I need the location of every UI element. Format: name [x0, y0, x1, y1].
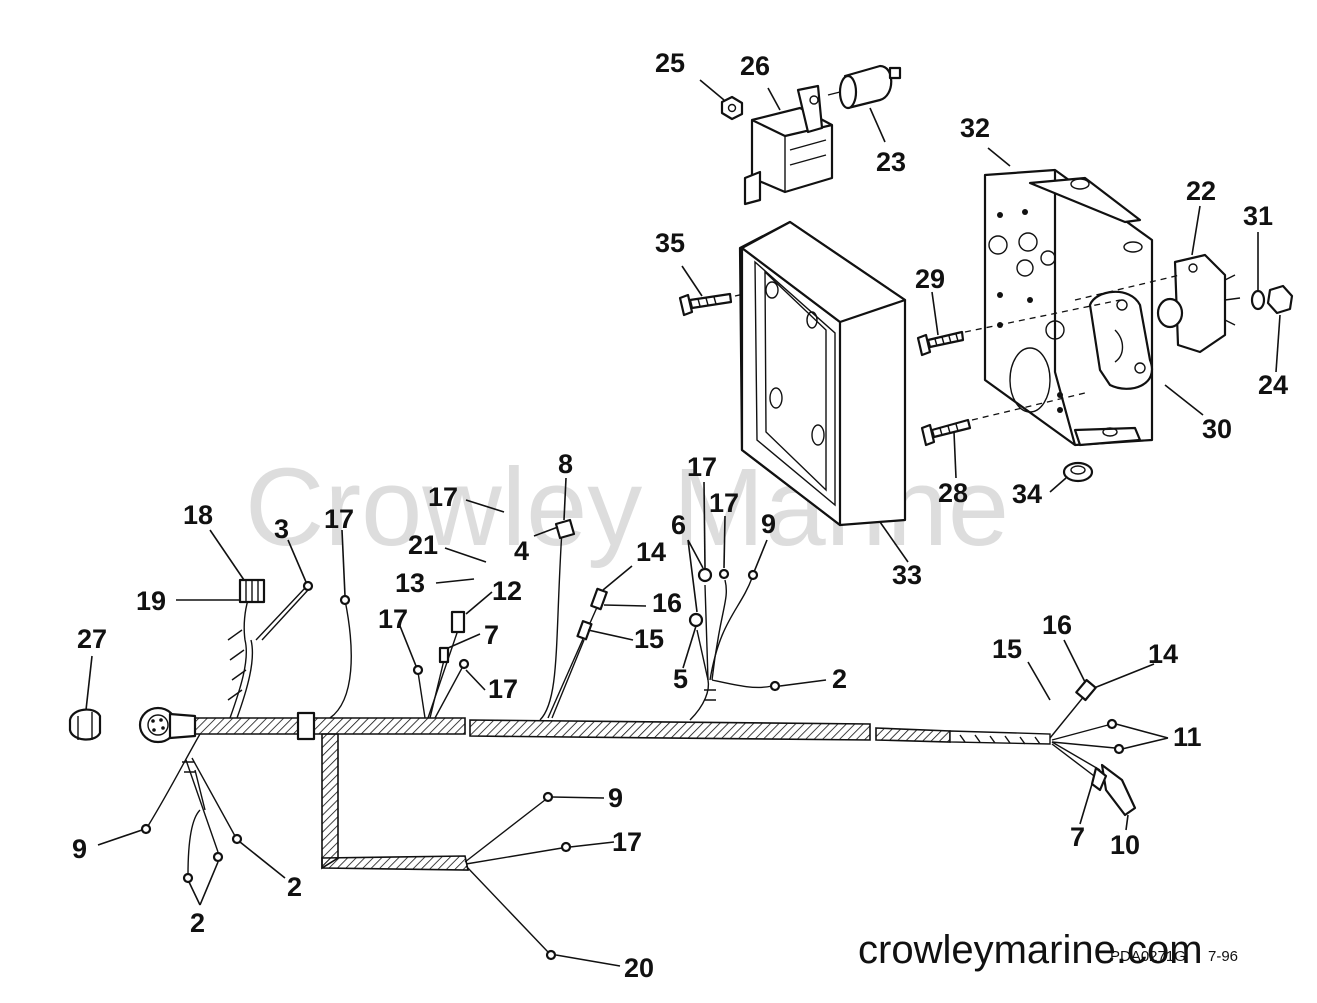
screw-part	[678, 292, 733, 317]
callout-6: 6	[671, 510, 686, 540]
callout-34: 34	[1012, 479, 1042, 509]
callout-16-mid: 16	[652, 588, 682, 618]
solenoid-part	[827, 64, 902, 110]
callout-24: 24	[1258, 370, 1288, 400]
callout-17-box: 17	[709, 488, 739, 518]
callout-2-bottom: 2	[190, 908, 205, 938]
control-box-part	[738, 220, 907, 527]
callout-13: 13	[395, 568, 425, 598]
callout-23: 23	[876, 147, 906, 177]
callout-12: 12	[492, 576, 522, 606]
callout-18: 18	[183, 500, 213, 530]
callout-17-bottom: 17	[612, 827, 642, 857]
callout-10: 10	[1110, 830, 1140, 860]
callout-17-top-right: 17	[687, 452, 717, 482]
callout-14-mid: 14	[636, 537, 666, 567]
callout-35: 35	[655, 228, 685, 258]
callout-17-lower: 17	[488, 674, 518, 704]
callout-27: 27	[77, 624, 107, 654]
callout-14-right: 14	[1148, 639, 1178, 669]
callout-17-cluster: 17	[378, 604, 408, 634]
callout-28: 28	[938, 478, 968, 508]
screw-part	[916, 330, 965, 357]
callout-21: 21	[408, 530, 438, 560]
callout-30: 30	[1202, 414, 1232, 444]
callout-25: 25	[655, 48, 685, 78]
callout-22: 22	[1186, 176, 1216, 206]
callout-15-right: 15	[992, 634, 1022, 664]
nut-part	[720, 95, 744, 121]
callout-33: 33	[892, 560, 922, 590]
lock-washer-part	[1250, 289, 1266, 311]
callout-2-mid: 2	[832, 664, 847, 694]
switch-nut-part	[1266, 284, 1294, 315]
grommet-part	[1062, 461, 1094, 483]
mounting-bracket-part	[983, 168, 1154, 447]
callout-4: 4	[514, 536, 529, 566]
callout-labels: 25 26 23 32 22 31 35 29 24 30 28 34 33 8…	[72, 48, 1288, 983]
footer-site-text: crowleymarine.com	[858, 928, 1203, 972]
callout-2-left: 2	[287, 872, 302, 902]
footer-code-text: PDA0271G	[1110, 948, 1186, 965]
callout-32: 32	[960, 113, 990, 143]
callout-9-left: 9	[72, 834, 87, 864]
callout-5: 5	[673, 664, 688, 694]
callout-9-lower: 9	[608, 783, 623, 813]
callout-16-right: 16	[1042, 610, 1072, 640]
callout-26: 26	[740, 51, 770, 81]
callout-11: 11	[1173, 722, 1202, 752]
key-switch-part	[1156, 253, 1241, 354]
callout-3: 3	[274, 514, 289, 544]
callout-19: 19	[136, 586, 166, 616]
footer-date-text: 7-96	[1208, 948, 1238, 965]
callout-17-left: 17	[324, 504, 354, 534]
callout-31: 31	[1243, 201, 1273, 231]
callout-15-mid: 15	[634, 624, 664, 654]
callout-20: 20	[624, 953, 654, 983]
screw-part	[920, 418, 972, 447]
relay-part	[743, 84, 834, 206]
callout-7-right: 7	[1070, 822, 1085, 852]
callout-17-mid-top: 17	[428, 482, 458, 512]
callout-9-top: 9	[761, 509, 776, 539]
callout-7-mid: 7	[484, 620, 499, 650]
wiring-harness	[68, 518, 1137, 961]
callout-29: 29	[915, 264, 945, 294]
leader-lines	[85, 79, 1281, 967]
callout-8: 8	[558, 449, 573, 479]
